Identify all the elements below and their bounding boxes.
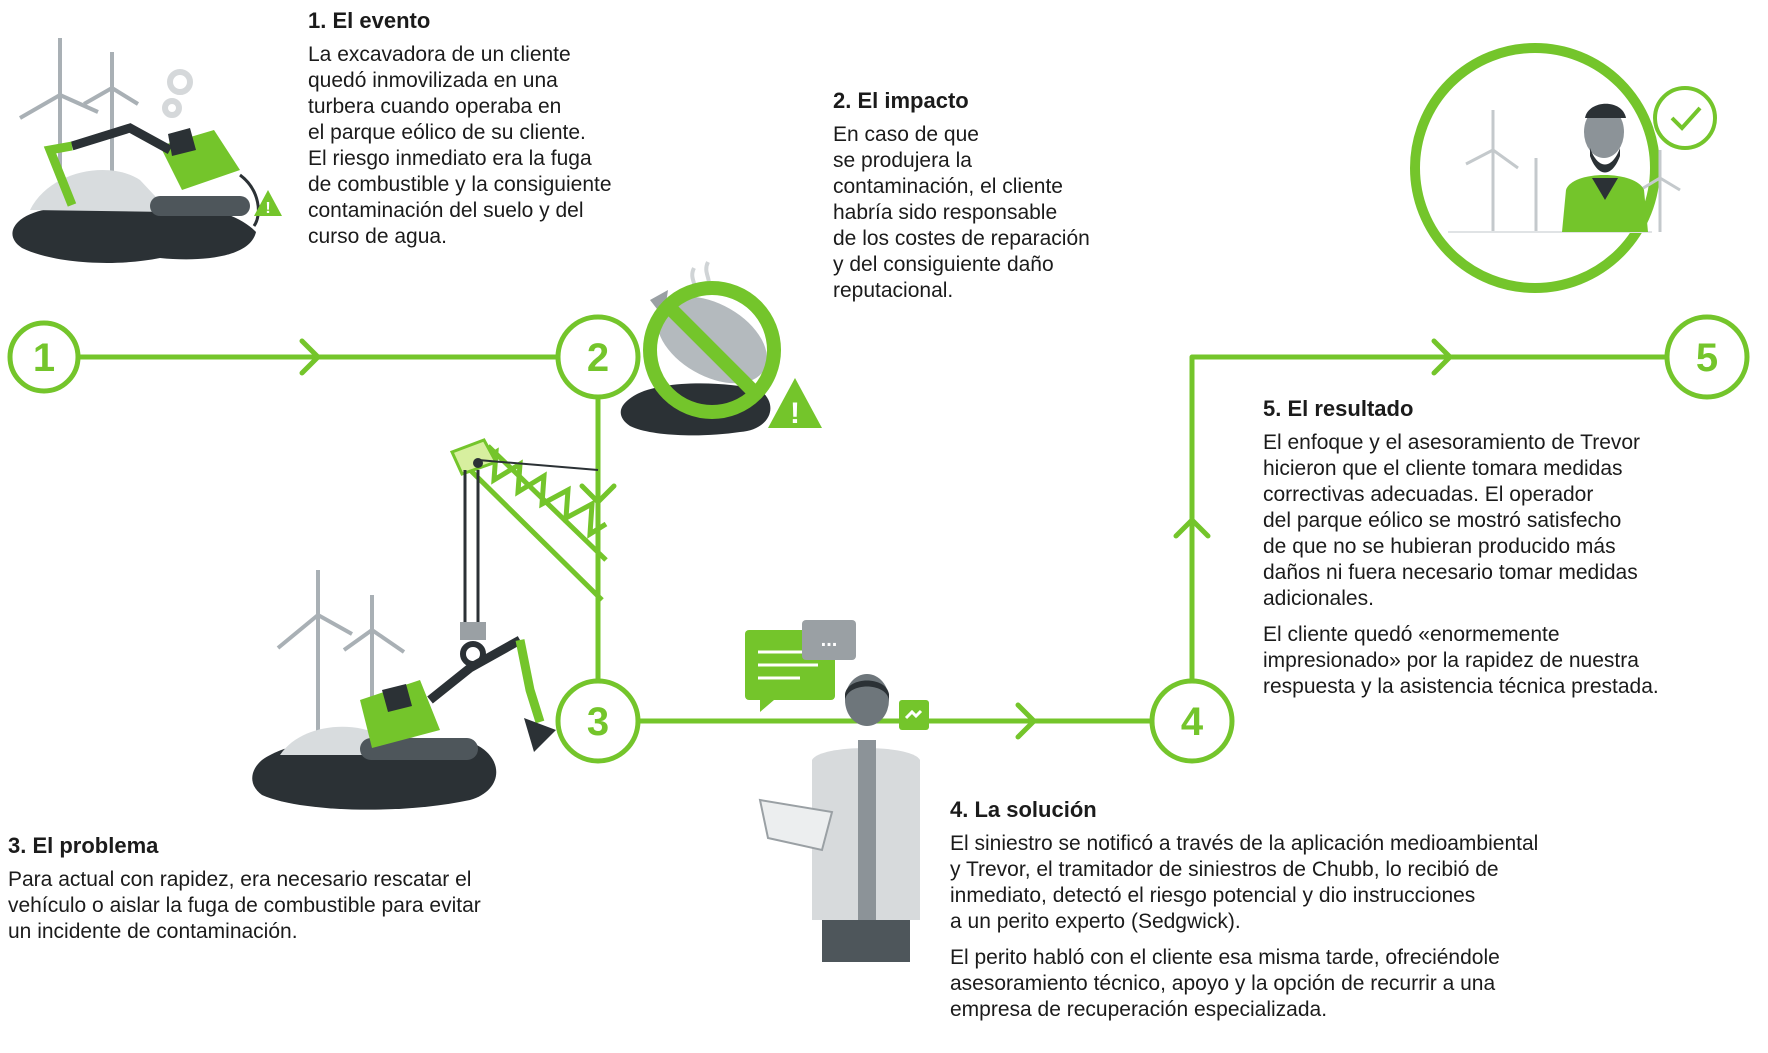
satisfied-operator-icon — [1410, 43, 1717, 293]
step-description: El siniestro se notificó a través de la … — [950, 832, 1539, 933]
step-title: 3. El problema — [8, 833, 159, 858]
step-title: 1. El evento — [308, 8, 431, 33]
step-node-2: 2 — [555, 314, 641, 400]
step-node-label: 4 — [1181, 700, 1204, 744]
excavator-stuck-icon: ! — [12, 38, 282, 263]
step-node-label: 3 — [587, 700, 609, 744]
svg-text:!: ! — [265, 200, 270, 217]
flow-arrows — [299, 338, 1453, 740]
arrow-right-icon — [1015, 702, 1037, 740]
check-icon — [1653, 86, 1717, 150]
crane-rescue-icon — [252, 438, 608, 810]
no-dead-fish-icon: + ! — [620, 261, 822, 436]
step-node-4: 4 — [1149, 678, 1235, 764]
step-5-block: 5. El resultado El enfoque y el asesoram… — [1263, 396, 1763, 700]
step-node-label: 1 — [33, 336, 55, 380]
step-node-1: 1 — [7, 320, 81, 394]
arrow-right-icon — [299, 338, 321, 376]
step-description: El cliente quedó «enormemente impresiona… — [1263, 623, 1659, 698]
step-title: 4. La solución — [950, 797, 1097, 822]
claims-handler-icon: ... — [745, 620, 929, 962]
step-node-3: 3 — [555, 678, 641, 764]
step-1-block: 1. El evento La excavadora de un cliente… — [308, 8, 728, 250]
svg-text:...: ... — [821, 629, 838, 651]
step-description: La excavadora de un cliente quedó inmovi… — [308, 43, 612, 248]
step-node-label: 5 — [1696, 336, 1718, 380]
step-description: En caso de que se produjera la contamina… — [833, 123, 1090, 302]
svg-text:!: ! — [790, 397, 800, 430]
step-description: El perito habló con el cliente esa misma… — [950, 946, 1500, 1021]
step-4-block: 4. La solución El siniestro se notificó … — [950, 797, 1750, 1023]
step-2-block: 2. El impacto En caso de que se produjer… — [833, 88, 1193, 304]
step-description: El enfoque y el asesoramiento de Trevor … — [1263, 431, 1641, 610]
clipboard-icon — [758, 798, 834, 852]
chat-bubble-grey — [802, 620, 856, 660]
connector-4-5 — [1189, 354, 1669, 683]
step-3-block: 3. El problema Para actual con rapidez, … — [8, 833, 648, 945]
step-title: 5. El resultado — [1263, 396, 1414, 421]
arrow-right-icon — [1431, 338, 1453, 376]
step-node-label: 2 — [587, 336, 609, 380]
step-title: 2. El impacto — [833, 88, 969, 113]
step-node-5: 5 — [1664, 314, 1750, 400]
step-description: Para actual con rapidez, era necesario r… — [8, 868, 481, 943]
arrow-down-icon — [579, 483, 617, 505]
arrow-up-icon — [1173, 517, 1211, 539]
